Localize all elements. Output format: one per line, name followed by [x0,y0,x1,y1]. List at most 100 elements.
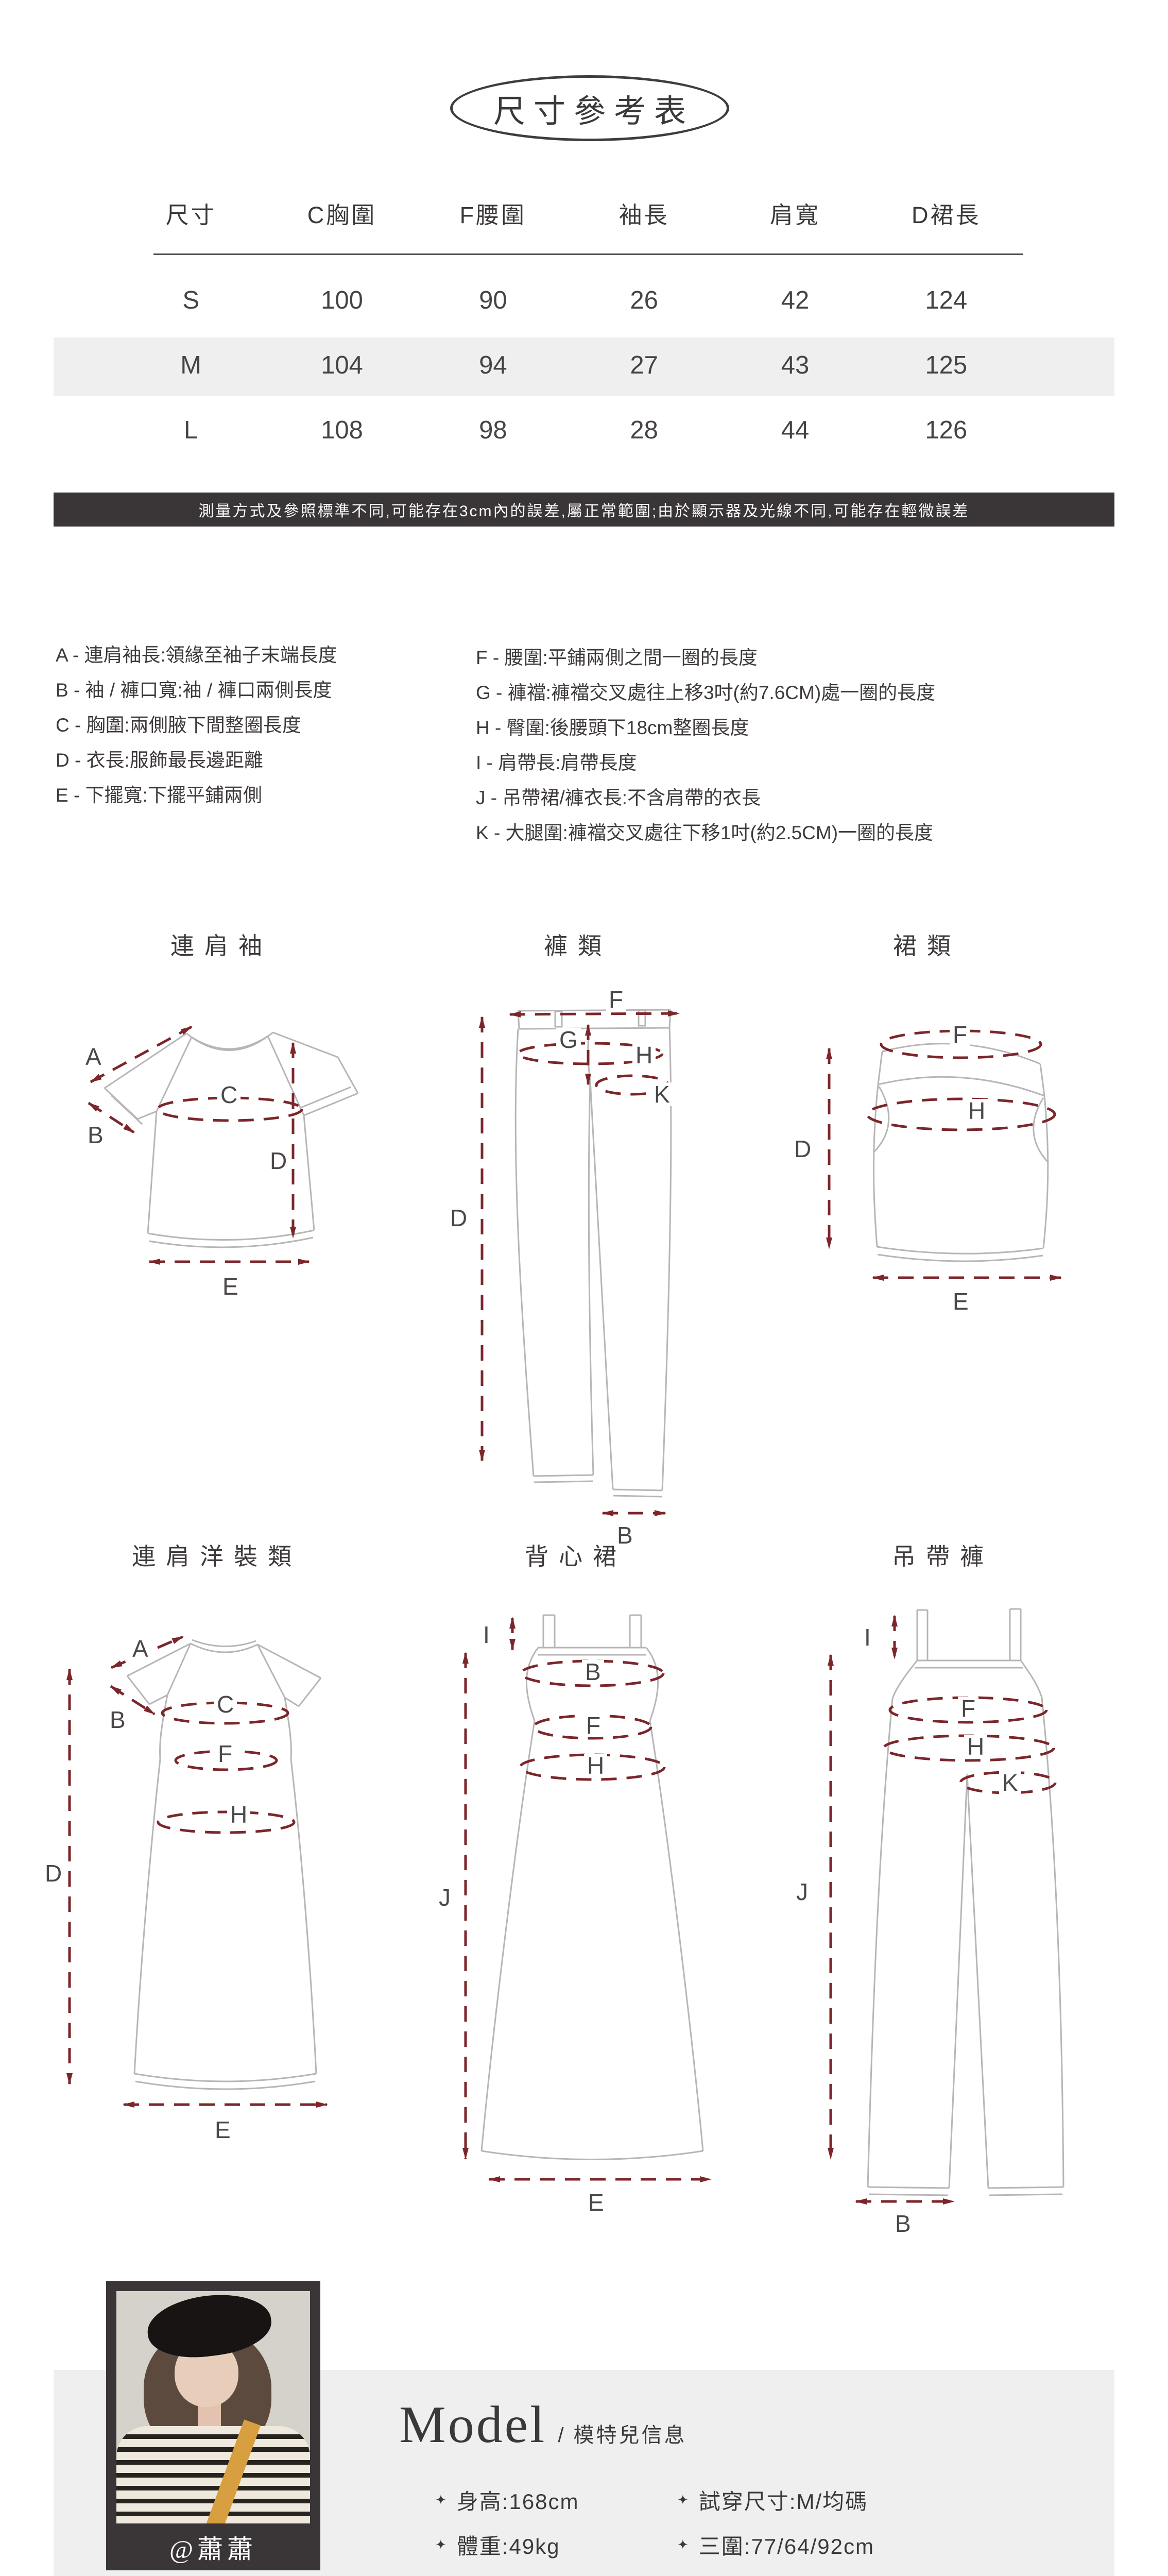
measure-label-e: E [212,2118,234,2142]
cell: 26 [630,286,658,314]
measure-label-h: H [964,1735,988,1758]
legend-left: A - 連肩袖長:領緣至袖子末端長度 B - 袖 / 褲口寬:袖 / 褲口兩側長… [56,638,337,813]
cell: 98 [479,416,507,444]
measure-label-d: D [447,1206,471,1230]
cell: 94 [479,351,507,379]
measure-label-e: E [219,1275,242,1298]
measure-label-g: G [556,1028,581,1052]
table-stripe-row-m [54,337,1114,396]
stat-label: 身高:168cm [456,2489,579,2514]
measure-label-h: H [584,1754,608,1777]
cell: 90 [479,286,507,314]
legend-right: F - 腰圍:平鋪兩側之間一圈的長度 G - 褲襠:褲襠交叉處往上移3吋(約7.… [476,640,935,851]
stat-label: 試穿尺寸:M/均碼 [698,2489,868,2514]
cell: 104 [321,351,363,379]
model-heading: Model / 模特兒信息 [399,2395,687,2455]
table-row: S 100 90 26 42 124 [115,268,1022,333]
legend-item: G - 褲襠:褲襠交叉處往上移3吋(約7.6CM)處一圈的長度 [476,682,936,703]
section-title-dress: 連肩洋裝類 [132,1543,302,1570]
measurement-notice-banner: 測量方式及參照標準不同,可能存在3cm內的誤差,屬正常範圍;由於顯示器及光線不同… [54,493,1114,527]
col-size: 尺寸 [165,202,216,228]
measure-label-i: I [480,1623,493,1647]
measure-label-d: D [267,1149,290,1173]
skirt-drawing [826,1029,1062,1281]
sparkle-icon: ✦ [677,2492,690,2507]
measure-label-b: B [582,1660,604,1684]
dress-diagram: A B C F H D E [39,1589,379,2166]
model-heading-en: Model [399,2396,547,2454]
stat-height: ✦ 身高:168cm [435,2484,677,2516]
vest-dress-drawing [462,1614,712,2182]
tshirt-diagram: A B C D E [72,994,371,1314]
model-stats: ✦ 身高:168cm ✦ 試穿尺寸:M/均碼 ✦ 體重:49kg ✦ 三圍:77… [435,2484,1094,2561]
measure-label-f: F [215,1742,236,1766]
measure-label-d: D [42,1861,65,1885]
col-skirt-length: D裙長 [912,202,981,228]
measure-label-f: F [958,1697,979,1720]
stat-fit-size: ✦ 試穿尺寸:M/均碼 [677,2484,1094,2516]
measure-label-a: A [82,1045,105,1069]
section-title-pants: 褲類 [544,933,612,959]
cell: 28 [630,416,658,444]
cell: 108 [321,416,363,444]
section-title-overalls: 吊帶褲 [892,1543,994,1570]
measure-label-b: B [614,1523,636,1547]
dress-drawing [66,1635,328,2108]
measure-label-e: E [950,1290,972,1313]
legend-item: D - 衣長:服飾最長邊距離 [56,750,263,771]
col-waist: F腰圍 [459,202,527,228]
legend-item: I - 肩帶長:肩帶長度 [476,752,637,773]
model-heading-zh: / 模特兒信息 [558,2424,687,2447]
cell: 27 [630,351,658,379]
col-shoulder: 肩寬 [769,202,820,228]
tshirt-drawing [88,1025,359,1265]
vest-dress-diagram: I B F H J E [433,1597,752,2214]
measure-label-f: F [583,1714,604,1737]
measure-label-d: D [791,1137,815,1161]
measure-label-k: K [651,1082,673,1106]
legend-item: C - 胸圍:兩側腋下間整圈長度 [56,715,301,736]
measure-label-i: I [861,1625,874,1649]
col-sleeve: 袖長 [619,202,669,228]
measure-label-c: C [217,1083,241,1107]
model-handle: @蕭蕭 [169,2534,257,2564]
measure-label-h: H [965,1099,989,1123]
cell: 124 [925,286,968,314]
legend-item: K - 大腿圍:褲襠交叉處往下移1吋(約2.5CM)一圈的長度 [476,822,934,843]
model-photo [116,2291,310,2523]
legend-item: F - 腰圍:平鋪兩側之間一圈的長度 [476,647,758,668]
measure-label-j: J [793,1880,811,1904]
table-row: L 108 98 28 44 126 [115,398,1022,463]
overalls-diagram: I F H K J B [772,1595,1112,2239]
cell: 126 [925,416,968,444]
table-row: M 104 94 27 43 125 [115,333,1022,398]
cell: S [182,286,199,314]
cell: 100 [321,286,363,314]
legend-item: J - 吊帶裙/褲衣長:不含肩帶的衣長 [476,787,761,808]
measure-label-f: F [606,988,627,1011]
measure-label-b: B [84,1123,107,1147]
legend-item: H - 臀圍:後腰頭下18cm整圈長度 [476,717,749,738]
section-title-skirt: 裙類 [893,933,961,959]
cell: 44 [781,416,810,444]
cell: 125 [925,351,968,379]
overalls-drawing [828,1608,1064,2205]
sparkle-icon: ✦ [435,2537,448,2552]
page-title: 尺寸參考表 [450,75,729,141]
legend-item: B - 袖 / 褲口寬:袖 / 褲口兩側長度 [56,680,332,701]
measure-label-b: B [107,1708,129,1732]
cell: M [180,351,202,379]
pants-drawing [479,1009,680,1516]
measure-label-k: K [999,1771,1021,1794]
measure-label-h: H [632,1043,656,1067]
measure-label-e: E [585,2191,607,2214]
size-table-header: 尺寸 C胸圍 F腰圍 袖長 肩寬 D裙長 [115,197,1022,234]
measure-label-f: F [950,1023,971,1046]
section-title-vest: 背心裙 [525,1543,627,1570]
legend-item: A - 連肩袖長:領緣至袖子末端長度 [56,645,337,666]
stat-weight: ✦ 體重:49kg [435,2529,677,2561]
cell: 43 [781,351,810,379]
sparkle-icon: ✦ [435,2492,448,2507]
stat-label: 三圍:77/64/92cm [698,2534,874,2558]
